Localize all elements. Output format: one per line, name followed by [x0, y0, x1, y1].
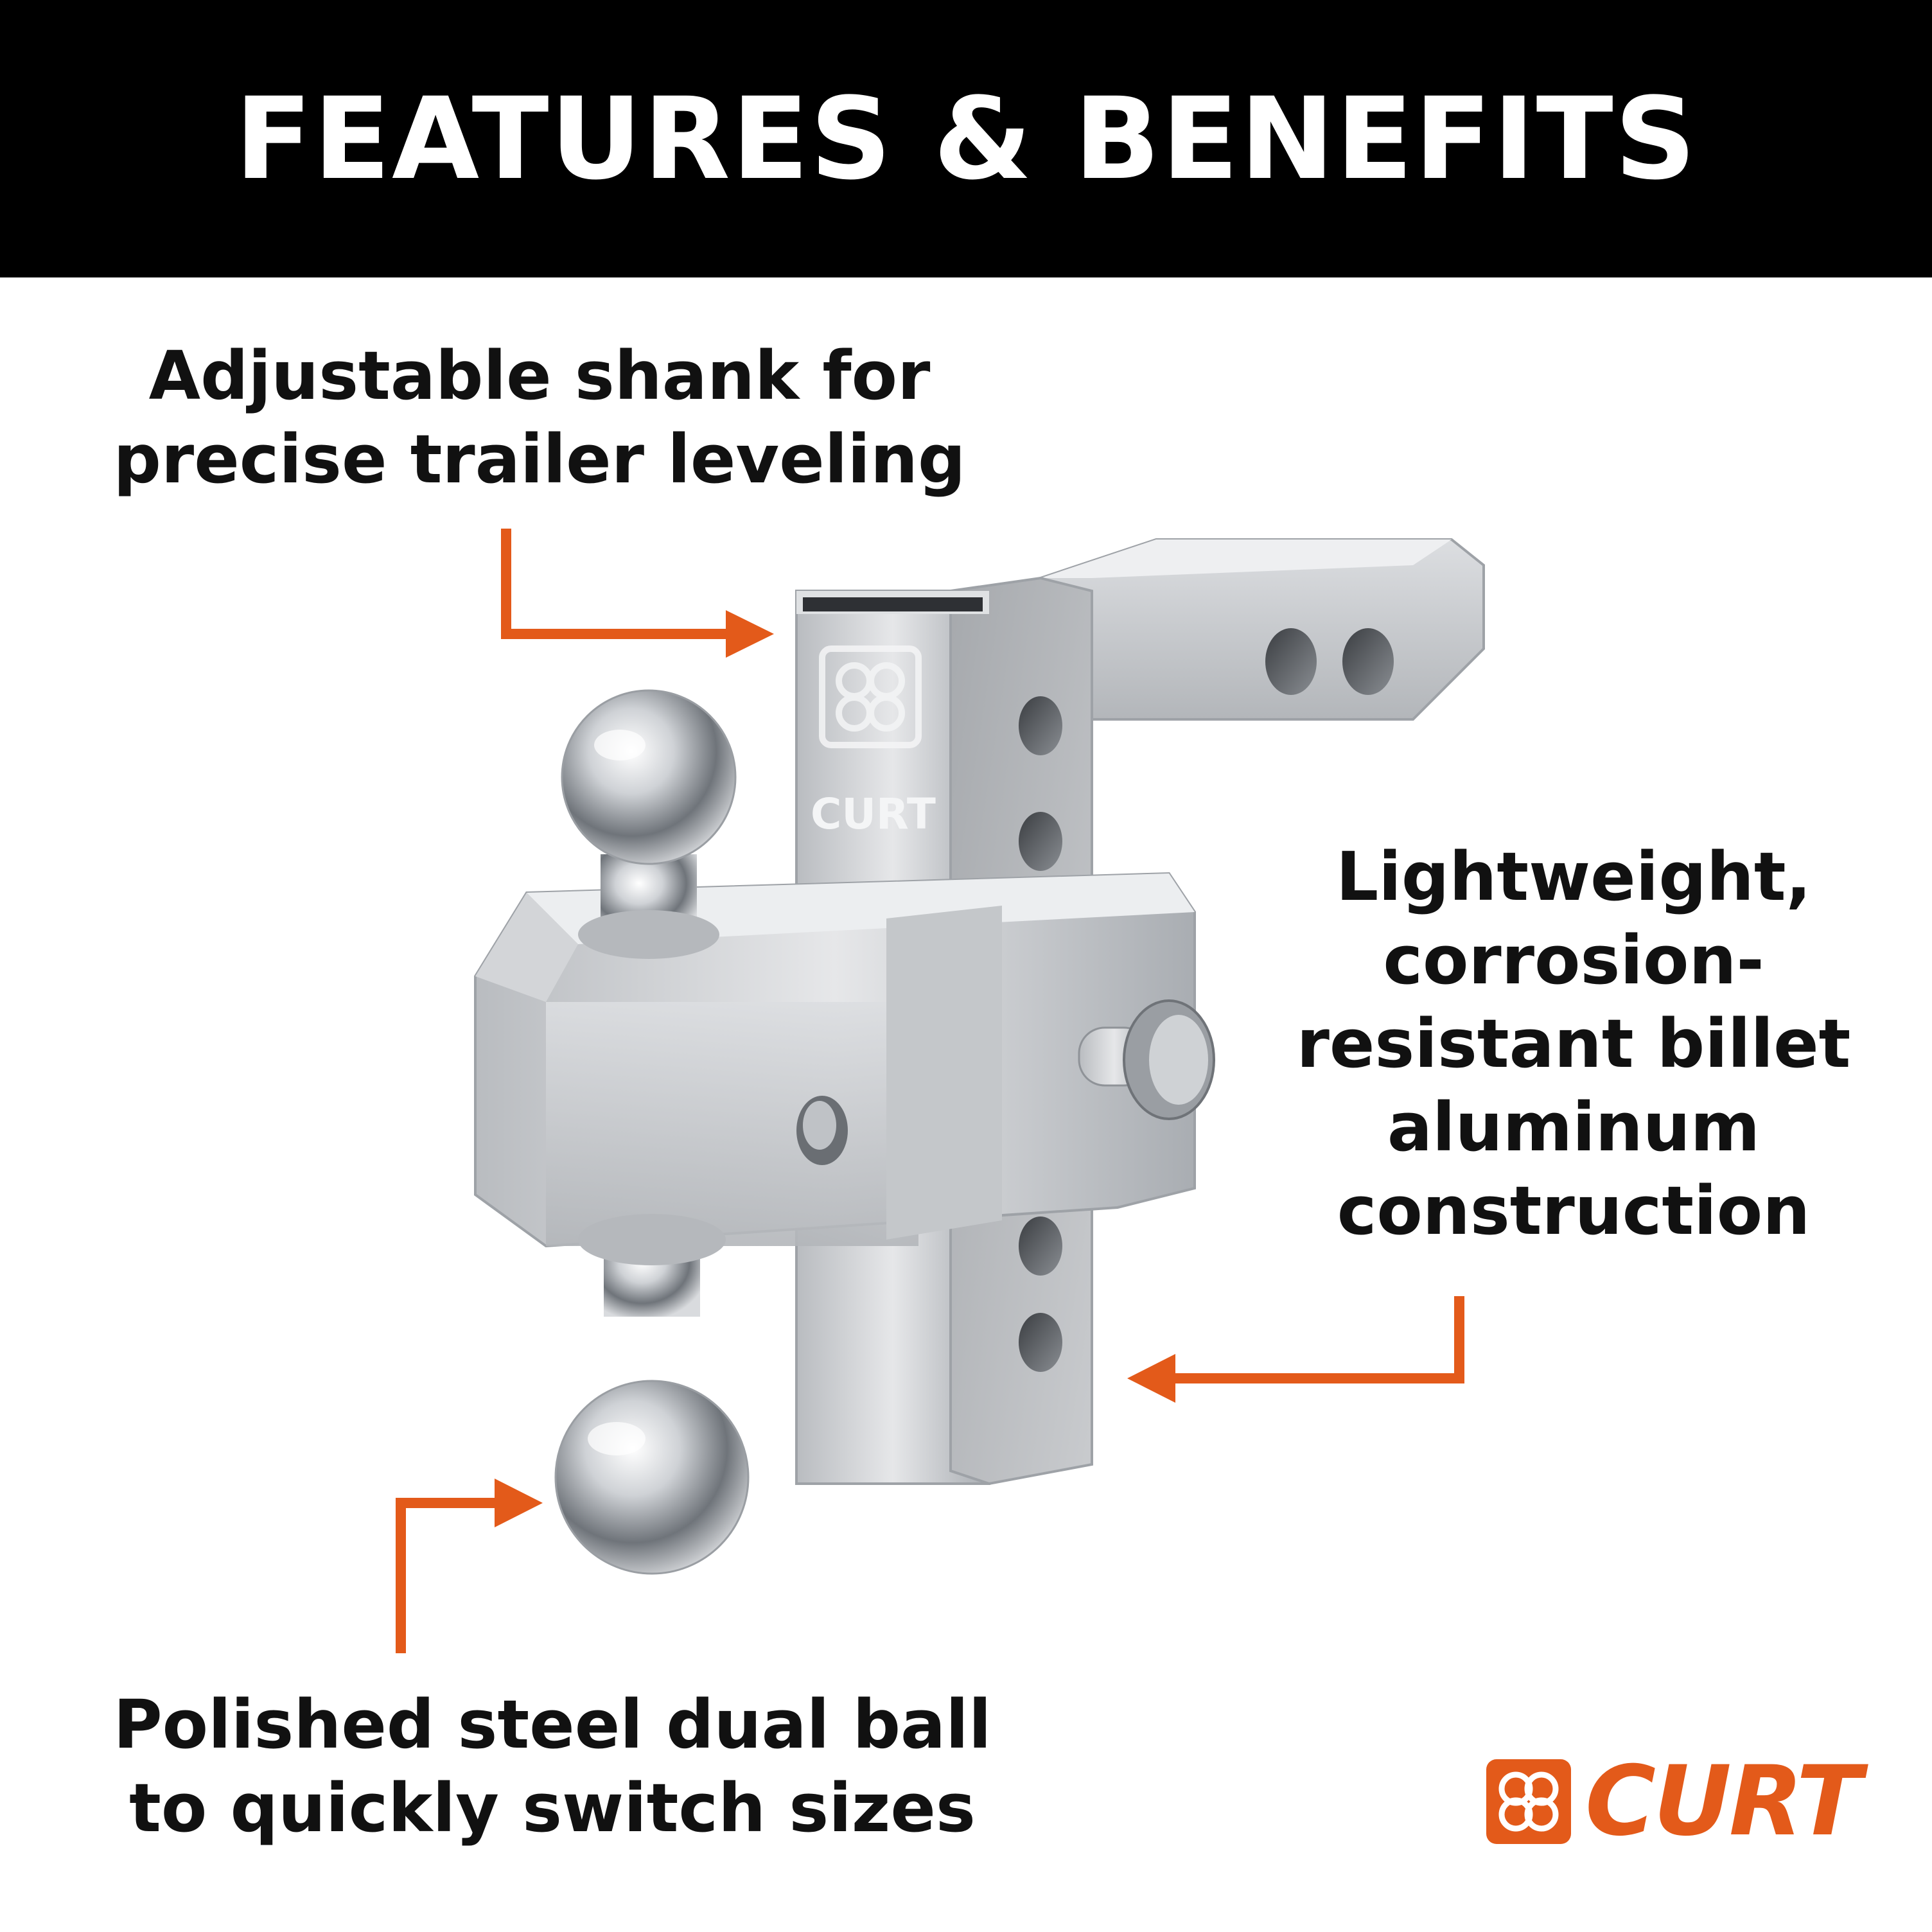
- upper-hitch-ball: [561, 689, 737, 959]
- shank-pin-hole: [1342, 628, 1394, 695]
- callout-line: resistant billet: [1296, 1005, 1851, 1083]
- curt-logo-icon: [1486, 1759, 1571, 1844]
- lower-hitch-ball: [554, 1214, 750, 1575]
- callout-line: aluminum: [1387, 1088, 1761, 1166]
- callout-line: to quickly switch sizes: [129, 1769, 976, 1847]
- callout-line: construction: [1337, 1172, 1811, 1250]
- embossed-logo-icon: [819, 645, 922, 748]
- height-adjust-hole: [1019, 696, 1062, 755]
- callout-line: Polished steel dual ball: [113, 1685, 992, 1764]
- callout-line: corrosion-: [1383, 921, 1764, 999]
- shank-pin-hole: [1265, 628, 1317, 695]
- page-title: FEATURES & BENEFITS: [234, 73, 1698, 205]
- height-adjust-hole: [1019, 1216, 1062, 1276]
- embossed-brand-text: CURT: [811, 789, 936, 839]
- header-banner: FEATURES & BENEFITS: [0, 0, 1932, 277]
- knurled-lock-knob: [1078, 999, 1215, 1120]
- callout-adjustable-shank: Adjustable shank for precise trailer lev…: [103, 334, 976, 501]
- callout-line: Lightweight,: [1335, 838, 1812, 916]
- callout-line: Adjustable shank for: [148, 337, 931, 415]
- height-adjust-hole: [1019, 812, 1062, 871]
- brand-name: CURT: [1585, 1746, 1862, 1857]
- height-adjust-hole: [1019, 1313, 1062, 1372]
- callout-dual-ball: Polished steel dual ball to quickly swit…: [77, 1683, 1028, 1850]
- callout-line: precise trailer leveling: [113, 420, 966, 498]
- receiver-shank: [1039, 538, 1485, 721]
- callout-billet-aluminum: Lightweight, corrosion- resistant billet…: [1265, 835, 1882, 1252]
- curt-logo: CURT: [1484, 1746, 1862, 1857]
